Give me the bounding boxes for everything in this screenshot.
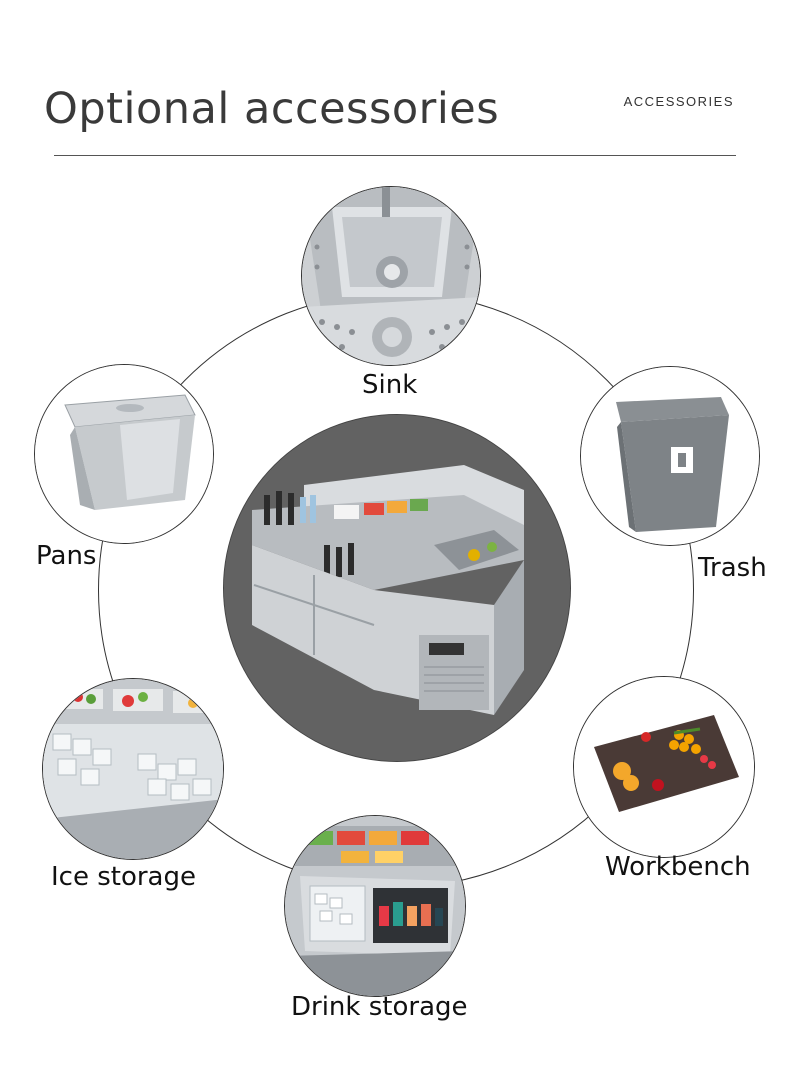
trash-node[interactable] bbox=[580, 366, 760, 546]
ice-bin-photo bbox=[43, 679, 223, 859]
workbench-label: Workbench bbox=[605, 852, 751, 882]
sink-photo bbox=[302, 187, 480, 365]
pans-node[interactable] bbox=[34, 364, 214, 544]
ice-storage-label: Ice storage bbox=[51, 862, 196, 892]
sink-label: Sink bbox=[362, 370, 418, 400]
section-tag: ACCESSORIES bbox=[623, 94, 734, 109]
trash-label: Trash bbox=[698, 553, 767, 583]
workbench-node[interactable] bbox=[573, 676, 755, 858]
sink-node[interactable] bbox=[301, 186, 481, 366]
ice-storage-node[interactable] bbox=[42, 678, 224, 860]
header-divider bbox=[54, 155, 736, 156]
drink-storage-node[interactable] bbox=[284, 815, 466, 997]
trash-bin-photo bbox=[581, 367, 759, 545]
bar-station-photo bbox=[224, 415, 570, 761]
page-title: Optional accessories bbox=[44, 84, 500, 134]
gastronorm-pan-photo bbox=[35, 365, 213, 543]
cutting-board-photo bbox=[574, 677, 754, 857]
pans-label: Pans bbox=[36, 541, 97, 571]
drink-storage-label: Drink storage bbox=[291, 992, 468, 1022]
drink-drawer-photo bbox=[285, 816, 465, 996]
